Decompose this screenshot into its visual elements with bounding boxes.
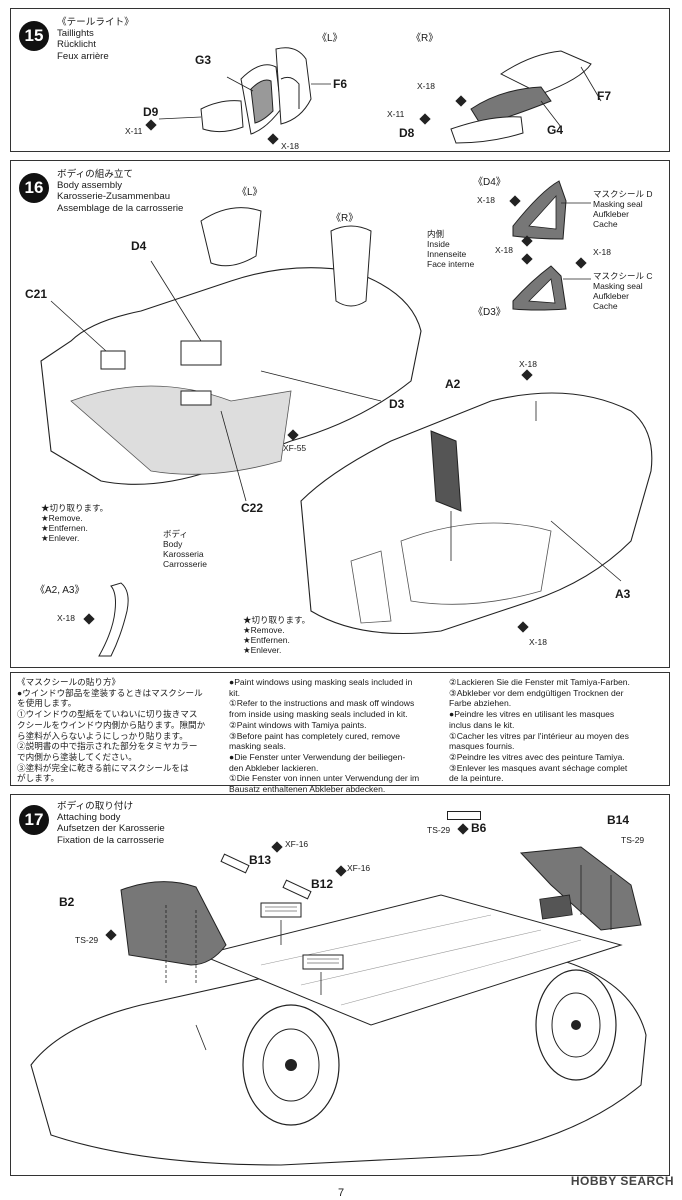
mask-seal-d-label: マスクシール D Masking seal Aufkleber Cache: [593, 189, 653, 229]
x18-label-f: X-18: [57, 613, 75, 623]
step-16-panel: 16 ボディの組み立て Body assembly Karosserie-Zus…: [10, 160, 670, 668]
part-a3: A3: [615, 587, 631, 601]
title-de: Aufsetzen der Karosserie: [57, 823, 165, 835]
x18-label-c: X-18: [593, 247, 611, 257]
notes-en-de: ●Paint windows using masking seals inclu…: [229, 677, 420, 795]
mask-seal-c-label: マスクシール C Masking seal Aufkleber Cache: [593, 271, 653, 311]
part-g4: G4: [547, 123, 564, 137]
a2a3-detail-drawing: [98, 582, 129, 657]
side-left-label: 《L》: [317, 33, 343, 44]
x18-label-a: X-18: [477, 195, 495, 205]
ts29-label-b: TS-29: [427, 825, 451, 835]
part-b6: B6: [471, 821, 487, 835]
paint-icon: [457, 823, 469, 835]
notes-de-fr: ②Lackieren Sie die Fenster mit Tamiya-Fa…: [449, 677, 630, 784]
x18-label-a: X-18: [281, 141, 299, 151]
screw-icon: [145, 119, 157, 131]
step-number: 15: [19, 21, 49, 51]
side-right-label: 《R》: [331, 213, 359, 224]
part-d4: D4: [131, 239, 147, 253]
body-upper-drawing: [40, 207, 422, 502]
title-en: Attaching body: [57, 812, 121, 824]
taillight-left-drawing: [158, 47, 331, 135]
ts29-label-c: TS-29: [75, 935, 99, 945]
x18-label-e: X-18: [529, 637, 547, 647]
part-g3: G3: [195, 53, 212, 67]
d4-detail-label: 《D4》: [473, 177, 506, 188]
step-17-panel: 17 ボディの取り付け Attaching body Aufsetzen der…: [10, 794, 670, 1176]
part-b14: B14: [607, 813, 630, 827]
part-d3: D3: [389, 397, 405, 411]
title-fr: Assemblage de la carrosserie: [57, 202, 184, 214]
notes-jp: 《マスクシールの貼り方》 ●ウインドウ部品を塗装するときはマスクシール を使用し…: [17, 677, 206, 784]
title-de: Karosserie-Zusammenbau: [57, 191, 171, 203]
step-title: ボディの組み立て Body assembly Karosserie-Zusamm…: [57, 169, 183, 214]
part-d9: D9: [143, 105, 159, 119]
title-jp: ボディの組み立て: [57, 169, 134, 180]
part-c22: C22: [241, 501, 264, 515]
x18-label-b: X-18: [495, 245, 513, 255]
side-right-label: 《R》: [411, 33, 439, 44]
part-c21: C21: [25, 287, 48, 301]
d3-detail-drawing: [512, 265, 591, 311]
masking-notes-panel: 《マスクシールの貼り方》 ●ウインドウ部品を塗装するときはマスクシール を使用し…: [10, 672, 670, 794]
spray-can-icon: [447, 811, 481, 820]
a2a3-label: 《A2, A3》: [35, 585, 85, 596]
step-title: 《テールライト》 Taillights Rücklicht Feux arriè…: [57, 17, 134, 62]
step-15-panel: 15 《テールライト》 Taillights Rücklicht Feux ar…: [10, 8, 670, 152]
chassis-drawing: [30, 846, 647, 1166]
d4-detail-drawing: [512, 180, 591, 240]
ts29-label-a: TS-29: [621, 835, 645, 845]
remove-note: ★切り取ります。 ★Remove. ★Entfernen. ★Enlever.: [41, 503, 109, 543]
x11-label-b: X-11: [387, 109, 405, 119]
title-fr: Feux arrière: [57, 50, 109, 62]
part-d8: D8: [399, 126, 415, 140]
x11-label-a: X-11: [125, 126, 143, 136]
xf55-label: XF-55: [283, 443, 307, 453]
title-en: Body assembly: [57, 180, 123, 192]
xf16-label-b: XF-16: [347, 863, 371, 873]
xf16-label-a: XF-16: [285, 839, 309, 849]
part-b2: B2: [59, 895, 75, 909]
x18-label-b: X-18: [417, 81, 435, 91]
part-b12: B12: [311, 877, 334, 891]
title-jp: 《テールライト》: [57, 17, 134, 28]
title-de: Rücklicht: [57, 39, 96, 51]
body-label: ボディ Body Karosseria Carrosserie: [163, 529, 207, 569]
x18-label-d: X-18: [519, 359, 537, 369]
taillight-right-drawing: [450, 50, 602, 144]
step-number: 17: [19, 805, 49, 835]
inside-label: 内側 Inside Innenseite Face interne: [427, 229, 475, 269]
screw-icon: [419, 113, 431, 125]
title-en: Taillights: [57, 28, 94, 40]
part-b13: B13: [249, 853, 272, 867]
remove-note-2: ★切り取ります。 ★Remove. ★Entfernen. ★Enlever.: [243, 615, 311, 655]
side-left-label: 《L》: [237, 187, 263, 198]
part-a2: A2: [445, 377, 461, 391]
d3-detail-label: 《D3》: [473, 307, 506, 318]
title-fr: Fixation de la carrosserie: [57, 834, 165, 846]
watermark: HOBBY SEARCH: [570, 1174, 674, 1188]
part-f7: F7: [597, 89, 612, 103]
step-number: 16: [19, 173, 49, 203]
part-f6: F6: [333, 77, 348, 91]
page-number: 7: [337, 1187, 345, 1199]
step-title: ボディの取り付け Attaching body Aufsetzen der Ka…: [57, 801, 165, 846]
body-rear-drawing: [300, 392, 653, 635]
title-jp: ボディの取り付け: [57, 801, 134, 812]
